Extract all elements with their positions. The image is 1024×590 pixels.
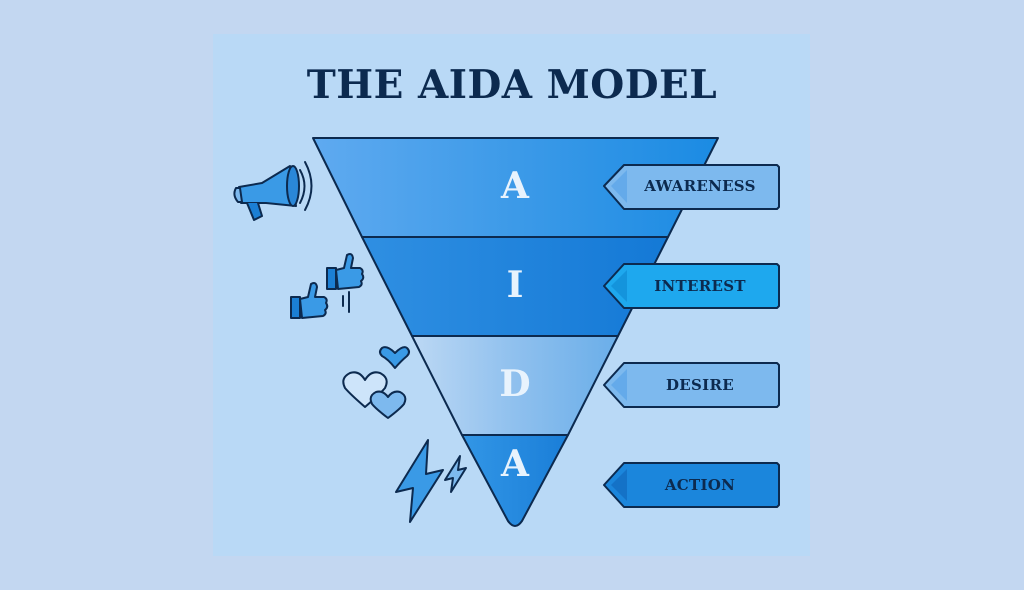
megaphone-icon — [233, 161, 313, 221]
funnel-letter-desire: D — [499, 363, 531, 405]
hearts-icon — [342, 346, 410, 419]
tag-interest — [603, 263, 780, 309]
tag-label-interest: INTEREST — [654, 277, 746, 295]
funnel-segment-action — [461, 434, 569, 527]
tag-label-desire: DESIRE — [666, 376, 734, 394]
funnel-letter-awareness: A — [501, 165, 529, 207]
funnel-letter-action: A — [501, 443, 529, 485]
lightning-icon — [395, 439, 467, 523]
page-title: THE AIDA MODEL — [306, 62, 718, 108]
tag-label-awareness: AWARENESS — [644, 177, 756, 195]
tag-label-action: ACTION — [664, 476, 736, 494]
funnel-letter-interest: I — [506, 264, 524, 306]
thumbs-up-icon — [290, 253, 365, 319]
tag-awareness — [603, 164, 780, 210]
tag-desire — [603, 362, 780, 408]
tag-action — [603, 462, 780, 508]
